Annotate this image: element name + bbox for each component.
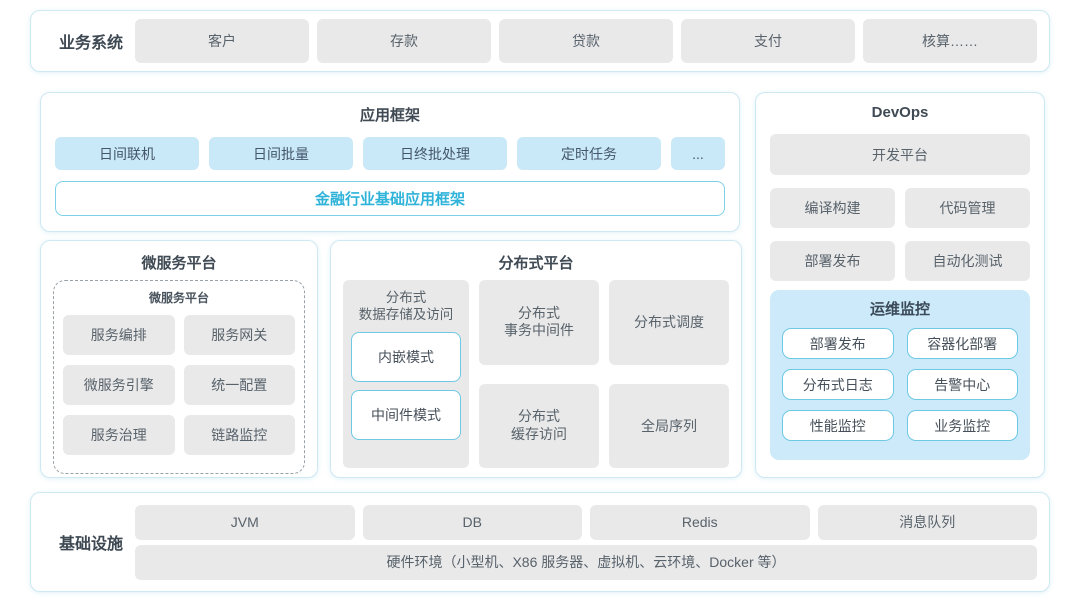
node-db: DB: [362, 504, 582, 540]
node-distributed-transaction-middleware: 分布式 事务中间件: [479, 280, 599, 365]
node-distributed-logging: 分布式日志: [782, 369, 894, 400]
node-service-orchestration: 服务编排: [63, 315, 175, 355]
node-ops-deploy-release: 部署发布: [782, 328, 894, 359]
distributed-platform-panel: 分布式平台 分布式 数据存储及访问 内嵌模式 中间件模式 分布式 事务中间件 分…: [330, 240, 742, 478]
node-embedded-mode: 内嵌模式: [351, 331, 461, 382]
node-deploy-release: 部署发布: [770, 241, 895, 281]
node-daytime-online: 日间联机: [55, 137, 199, 170]
node-service-gateway: 服务网关: [183, 315, 295, 355]
microservice-platform-title: 微服务平台: [141, 255, 217, 272]
node-microservice-engine: 微服务引擎: [63, 365, 175, 405]
infrastructure-content: JVM DB Redis 消息队列 硬件环境（小型机、X86 服务器、虚拟机、云…: [135, 504, 1037, 580]
node-automated-testing: 自动化测试: [905, 241, 1030, 281]
ops-monitoring-title: 运维监控: [869, 301, 930, 318]
infrastructure-label: 基础设施: [58, 536, 123, 553]
node-jvm: JVM: [135, 504, 355, 540]
node-finance-base-framework: 金融行业基础应用框架: [55, 181, 725, 216]
node-trace-monitoring: 链路监控: [183, 415, 295, 455]
node-performance-monitoring: 性能监控: [782, 410, 894, 441]
node-business-monitoring: 业务监控: [906, 410, 1018, 441]
microservice-items: 服务编排 服务网关 微服务引擎 统一配置 服务治理 链路监控: [63, 315, 295, 455]
node-scheduled-task: 定时任务: [517, 137, 661, 170]
app-framework-panel: 应用框架 日间联机 日间批量 日终批处理 定时任务 ... 金融行业基础应用框架: [40, 92, 740, 232]
node-compile-build: 编译构建: [770, 188, 895, 228]
node-loan: 贷款: [499, 19, 673, 63]
devops-items: 编译构建 代码管理 部署发布 自动化测试: [770, 188, 1030, 281]
node-unified-config: 统一配置: [183, 365, 295, 405]
node-middleware-mode: 中间件模式: [351, 389, 461, 440]
distributed-platform-body: 分布式 数据存储及访问 内嵌模式 中间件模式 分布式 事务中间件 分布式 缓存访…: [343, 280, 729, 468]
node-code-management: 代码管理: [905, 188, 1030, 228]
app-framework-items: 日间联机 日间批量 日终批处理 定时任务 ...: [55, 137, 725, 170]
node-deposit: 存款: [317, 19, 491, 63]
infrastructure-items: JVM DB Redis 消息队列: [135, 504, 1037, 540]
node-global-sequence: 全局序列: [609, 383, 729, 468]
app-framework-title: 应用框架: [359, 107, 420, 124]
node-accounting: 核算……: [863, 19, 1037, 63]
node-containerized-deploy: 容器化部署: [906, 328, 1018, 359]
node-dev-platform: 开发平台: [770, 134, 1030, 175]
distributed-right-column: 分布式调度 全局序列: [609, 280, 729, 468]
node-customer: 客户: [135, 19, 309, 63]
business-systems-items: 客户 存款 贷款 支付 核算……: [135, 19, 1037, 63]
node-daytime-batch: 日间批量: [209, 137, 353, 170]
business-systems-label: 业务系统: [58, 35, 123, 52]
microservice-platform-panel: 微服务平台 微服务平台 服务编排 服务网关 微服务引擎 统一配置 服务治理 链路…: [40, 240, 318, 478]
microservice-inner-title: 微服务平台: [148, 291, 209, 305]
node-distributed-scheduling: 分布式调度: [609, 280, 729, 365]
node-service-governance: 服务治理: [63, 415, 175, 455]
node-alert-center: 告警中心: [906, 369, 1018, 400]
node-redis: Redis: [590, 504, 810, 540]
infrastructure-panel: 基础设施 JVM DB Redis 消息队列 硬件环境（小型机、X86 服务器、…: [30, 492, 1050, 592]
node-payment: 支付: [681, 19, 855, 63]
node-eod-batch: 日终批处理: [363, 137, 507, 170]
business-systems-panel: 业务系统 客户 存款 贷款 支付 核算……: [30, 10, 1050, 72]
distributed-platform-title: 分布式平台: [498, 255, 574, 272]
microservice-inner-box: 微服务平台 服务编排 服务网关 微服务引擎 统一配置 服务治理 链路监控: [53, 280, 305, 474]
node-hardware-environment: 硬件环境（小型机、X86 服务器、虚拟机、云环境、Docker 等）: [135, 544, 1037, 580]
node-distributed-data-storage: 分布式 数据存储及访问 内嵌模式 中间件模式: [343, 280, 469, 468]
devops-title: DevOps: [871, 104, 929, 121]
node-distributed-cache-access: 分布式 缓存访问: [479, 383, 599, 468]
distributed-data-storage-label: 分布式 数据存储及访问: [358, 290, 454, 322]
ops-monitoring-items: 部署发布 容器化部署 分布式日志 告警中心 性能监控 业务监控: [782, 328, 1018, 441]
node-more-ellipsis: ...: [671, 137, 725, 170]
devops-panel: DevOps 开发平台 编译构建 代码管理 部署发布 自动化测试 运维监控 部署…: [755, 92, 1045, 478]
node-message-queue: 消息队列: [817, 504, 1037, 540]
ops-monitoring-panel: 运维监控 部署发布 容器化部署 分布式日志 告警中心 性能监控 业务监控: [770, 290, 1030, 460]
distributed-middle-column: 分布式 事务中间件 分布式 缓存访问: [479, 280, 599, 468]
